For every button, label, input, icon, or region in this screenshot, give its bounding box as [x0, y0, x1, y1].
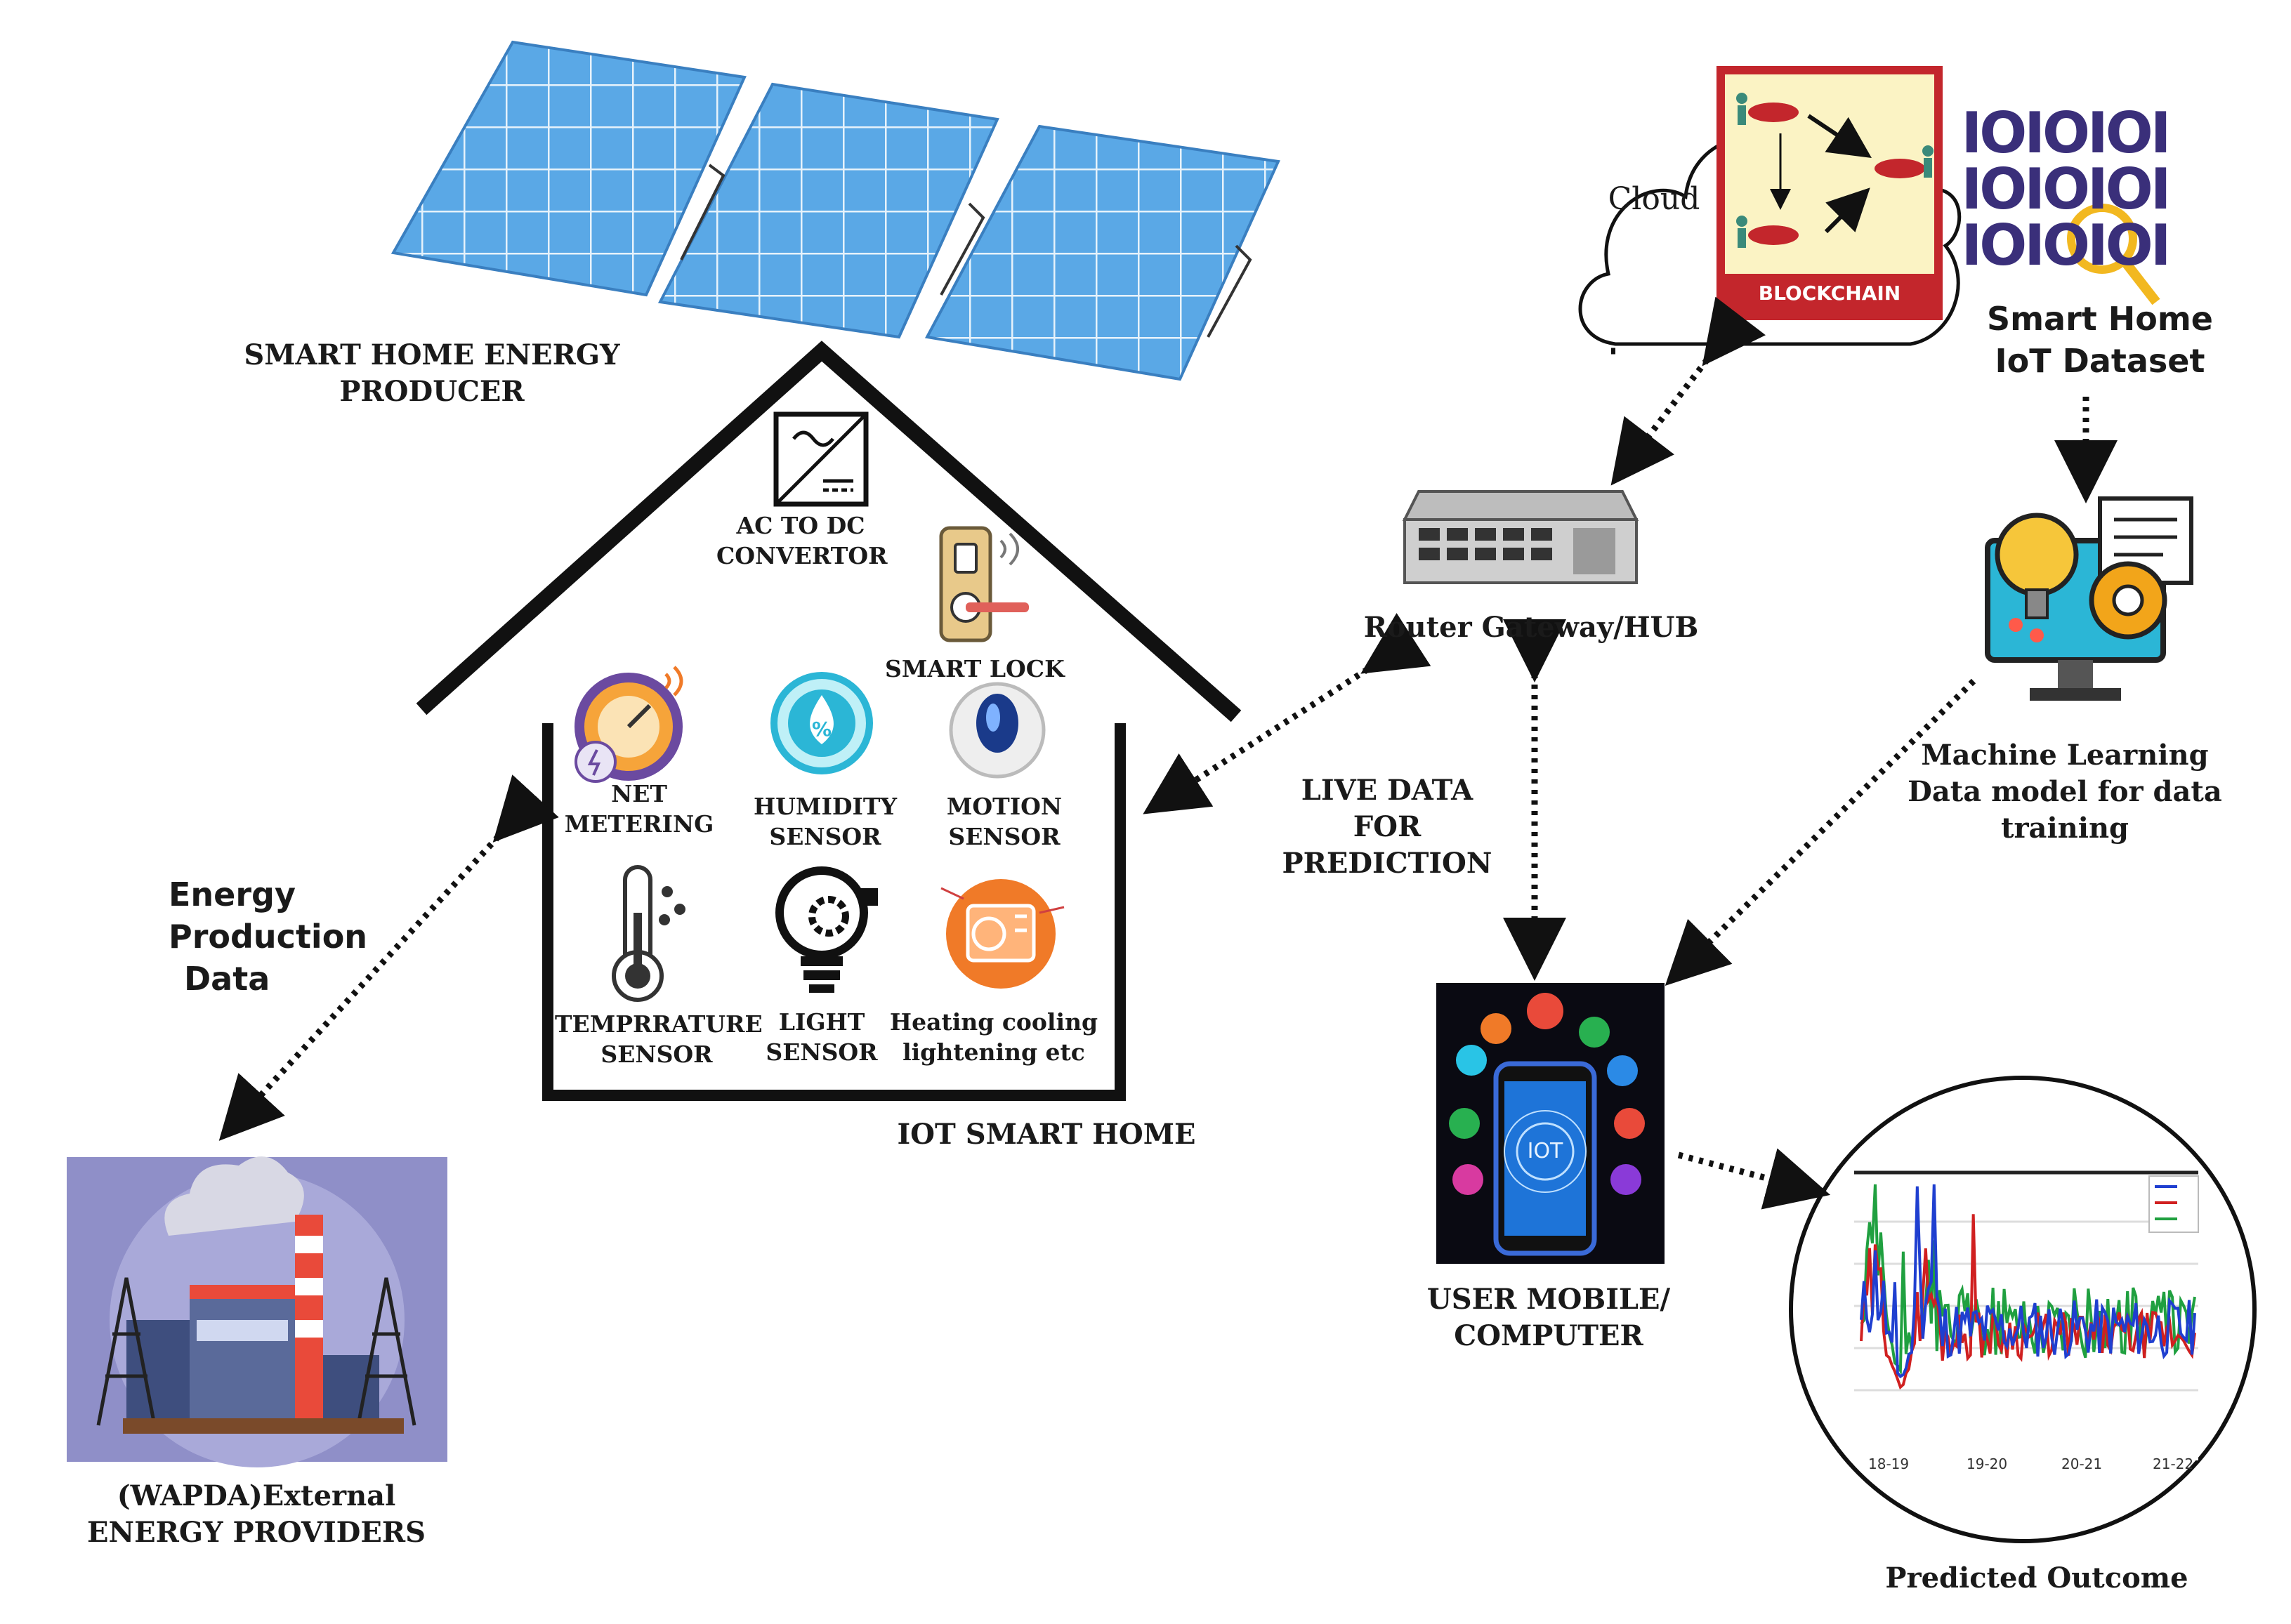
label-iot-home: IOT SMART HOME: [897, 1118, 1196, 1151]
router-icon: [1402, 490, 1639, 584]
label-predicted: Predicted Outcome: [1885, 1562, 2188, 1595]
solar-panels-icon: [390, 40, 1280, 381]
machine-learning-icon: [1985, 496, 2193, 701]
motion-sensor-icon: [949, 682, 1046, 779]
smart-lock-icon: [939, 526, 1029, 642]
arrow-cloud-router: [1610, 296, 1766, 486]
label-iot-phone: IOT: [1527, 1139, 1563, 1163]
ac-dc-converter-icon: [773, 411, 869, 507]
blockchain-icon: [1716, 66, 1943, 320]
predicted-outcome-chart: 18-19 19-20 20-21 21-22: [1789, 1076, 2257, 1543]
svg-text:%: %: [812, 718, 832, 741]
label-smart-lock: SMART LOCK: [885, 655, 1065, 682]
heating-cooling-icon: [940, 879, 1065, 989]
label-router: Router Gateway/HUB: [1363, 611, 1699, 644]
mobile-phone-icon: [1436, 983, 1665, 1264]
power-plant-icon: [67, 1156, 447, 1467]
connection-arrows: [218, 296, 2118, 1210]
chart-x-tick: 21-22: [2153, 1455, 2193, 1472]
chart-legend: [2148, 1175, 2199, 1233]
light-sensor-icon: [775, 866, 878, 993]
arrow-home-external: [218, 774, 559, 1141]
temperature-sensor-icon: [612, 865, 685, 1002]
label-cloud: Cloud: [1608, 181, 1700, 217]
magnifier-icon: [2067, 204, 2160, 305]
humidity-sensor-icon: %: [770, 672, 873, 774]
label-user: USER MOBILE/COMPUTER: [1426, 1283, 1671, 1352]
net-metering-icon: [575, 666, 683, 783]
chart-x-tick: 18-19: [1868, 1455, 1909, 1472]
arrow-mobile-outcome: [1677, 1148, 1831, 1210]
arrow-home-router: [1143, 613, 1431, 814]
label-blockchain: BLOCKCHAIN: [1758, 282, 1901, 305]
chart-series-line: [1860, 1184, 2196, 1379]
chart-x-tick: 19-20: [1967, 1455, 2007, 1472]
chart-x-tick: 20-21: [2061, 1455, 2102, 1472]
